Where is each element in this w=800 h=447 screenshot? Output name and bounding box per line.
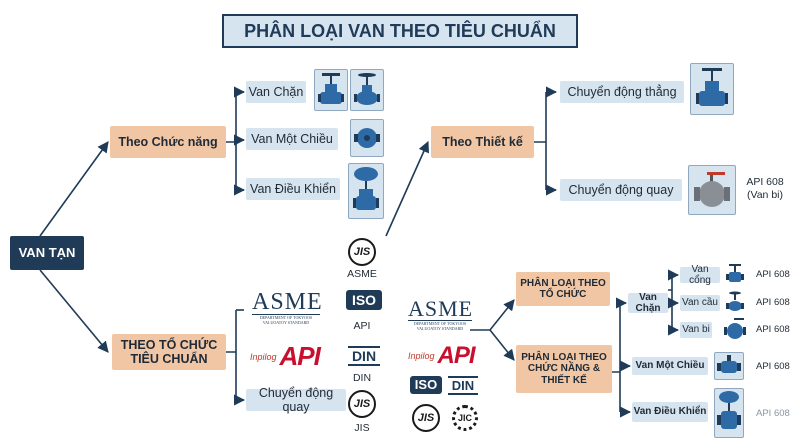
din-logo: DIN [448, 376, 478, 395]
group-by-function-design: PHÂN LOẠI THEO CHỨC NĂNG & THIẾT KẾ [516, 345, 612, 393]
iso-logo: ISO [346, 290, 382, 310]
linear-valve-image [690, 63, 734, 115]
jis-logo: JIS [412, 404, 440, 432]
api-label: API 608 [756, 408, 790, 419]
design-note: API 608 (Van bi) [746, 176, 784, 201]
mid-label-din: DIN [352, 372, 372, 384]
control-valve-image [714, 388, 744, 438]
jis-logo: JIS [348, 390, 376, 418]
ball-valve-image [688, 165, 736, 215]
api-label: API 608 [756, 361, 790, 372]
sub-item-globe-valve: Van cầu [680, 295, 720, 311]
api-label: API 608 [756, 269, 790, 280]
asme-logo: ASME DEPARTMENT OF TOKYOOS VALUOATOY STA… [252, 289, 323, 325]
gate-valve-icon [318, 73, 344, 104]
function-item-check-valve: Van Một Chiều [246, 128, 338, 150]
category-design: Theo Thiết kế [431, 126, 534, 158]
check-valve-icon [354, 128, 380, 148]
right-item-check-valve: Van Một Chiều [632, 357, 708, 375]
mid-label-asme: ASME [347, 268, 377, 280]
din-logo: DIN [348, 346, 380, 366]
control-valve-image [348, 163, 384, 219]
control-valve-icon [717, 391, 741, 429]
group-by-organization: PHÂN LOẠI THEO TỔ CHỨC [516, 272, 610, 306]
check-valve-image [350, 119, 384, 157]
check-valve-icon [717, 355, 741, 373]
globe-valve-icon [354, 73, 380, 105]
sub-item-gate-valve: Van cổng [680, 264, 720, 286]
function-item-stop-valve: Van Chặn [246, 81, 306, 103]
globe-valve-icon [726, 291, 744, 311]
gate-valve-image [314, 69, 348, 111]
design-item-linear: Chuyển động thẳng [560, 81, 684, 103]
category-standard-org: THEO TỔ CHỨC TIÊU CHUẨN [112, 334, 226, 370]
globe-valve-image [350, 69, 384, 111]
jic-logo: JIC [452, 405, 478, 431]
standard-item-rotary: Chuyển động quay [246, 386, 346, 414]
mid-label-jis: JIS [354, 422, 370, 434]
ball-valve-icon [694, 172, 730, 207]
gate-valve-icon [726, 264, 744, 282]
category-function: Theo Chức năng [110, 126, 226, 158]
check-valve-image [714, 352, 744, 380]
sub-item-ball-valve: Van bi [680, 322, 712, 338]
design-item-rotary: Chuyển động quay [560, 179, 682, 201]
mid-label-api: API [353, 320, 371, 332]
right-item-control-valve: Van Điều Khiển [632, 402, 708, 422]
ball-valve-icon [724, 318, 746, 339]
gate-valve-icon [696, 68, 728, 106]
api-label: API 608 [756, 297, 790, 308]
page-title: PHÂN LOẠI VAN THEO TIÊU CHUẨN [222, 14, 578, 48]
iso-logo: ISO [410, 376, 442, 394]
function-item-control-valve: Van Điều Khiển [246, 178, 340, 200]
control-valve-icon [353, 167, 379, 210]
jis-logo: JIS [348, 238, 376, 266]
right-item-stop-valve: Van Chặn [628, 292, 668, 314]
api-label: API 608 [756, 324, 790, 335]
asme-logo: ASME DEPARTMENT OF TOKYOOS VALUOATOY STA… [408, 296, 474, 331]
root-node: VAN TẠN [10, 236, 84, 270]
